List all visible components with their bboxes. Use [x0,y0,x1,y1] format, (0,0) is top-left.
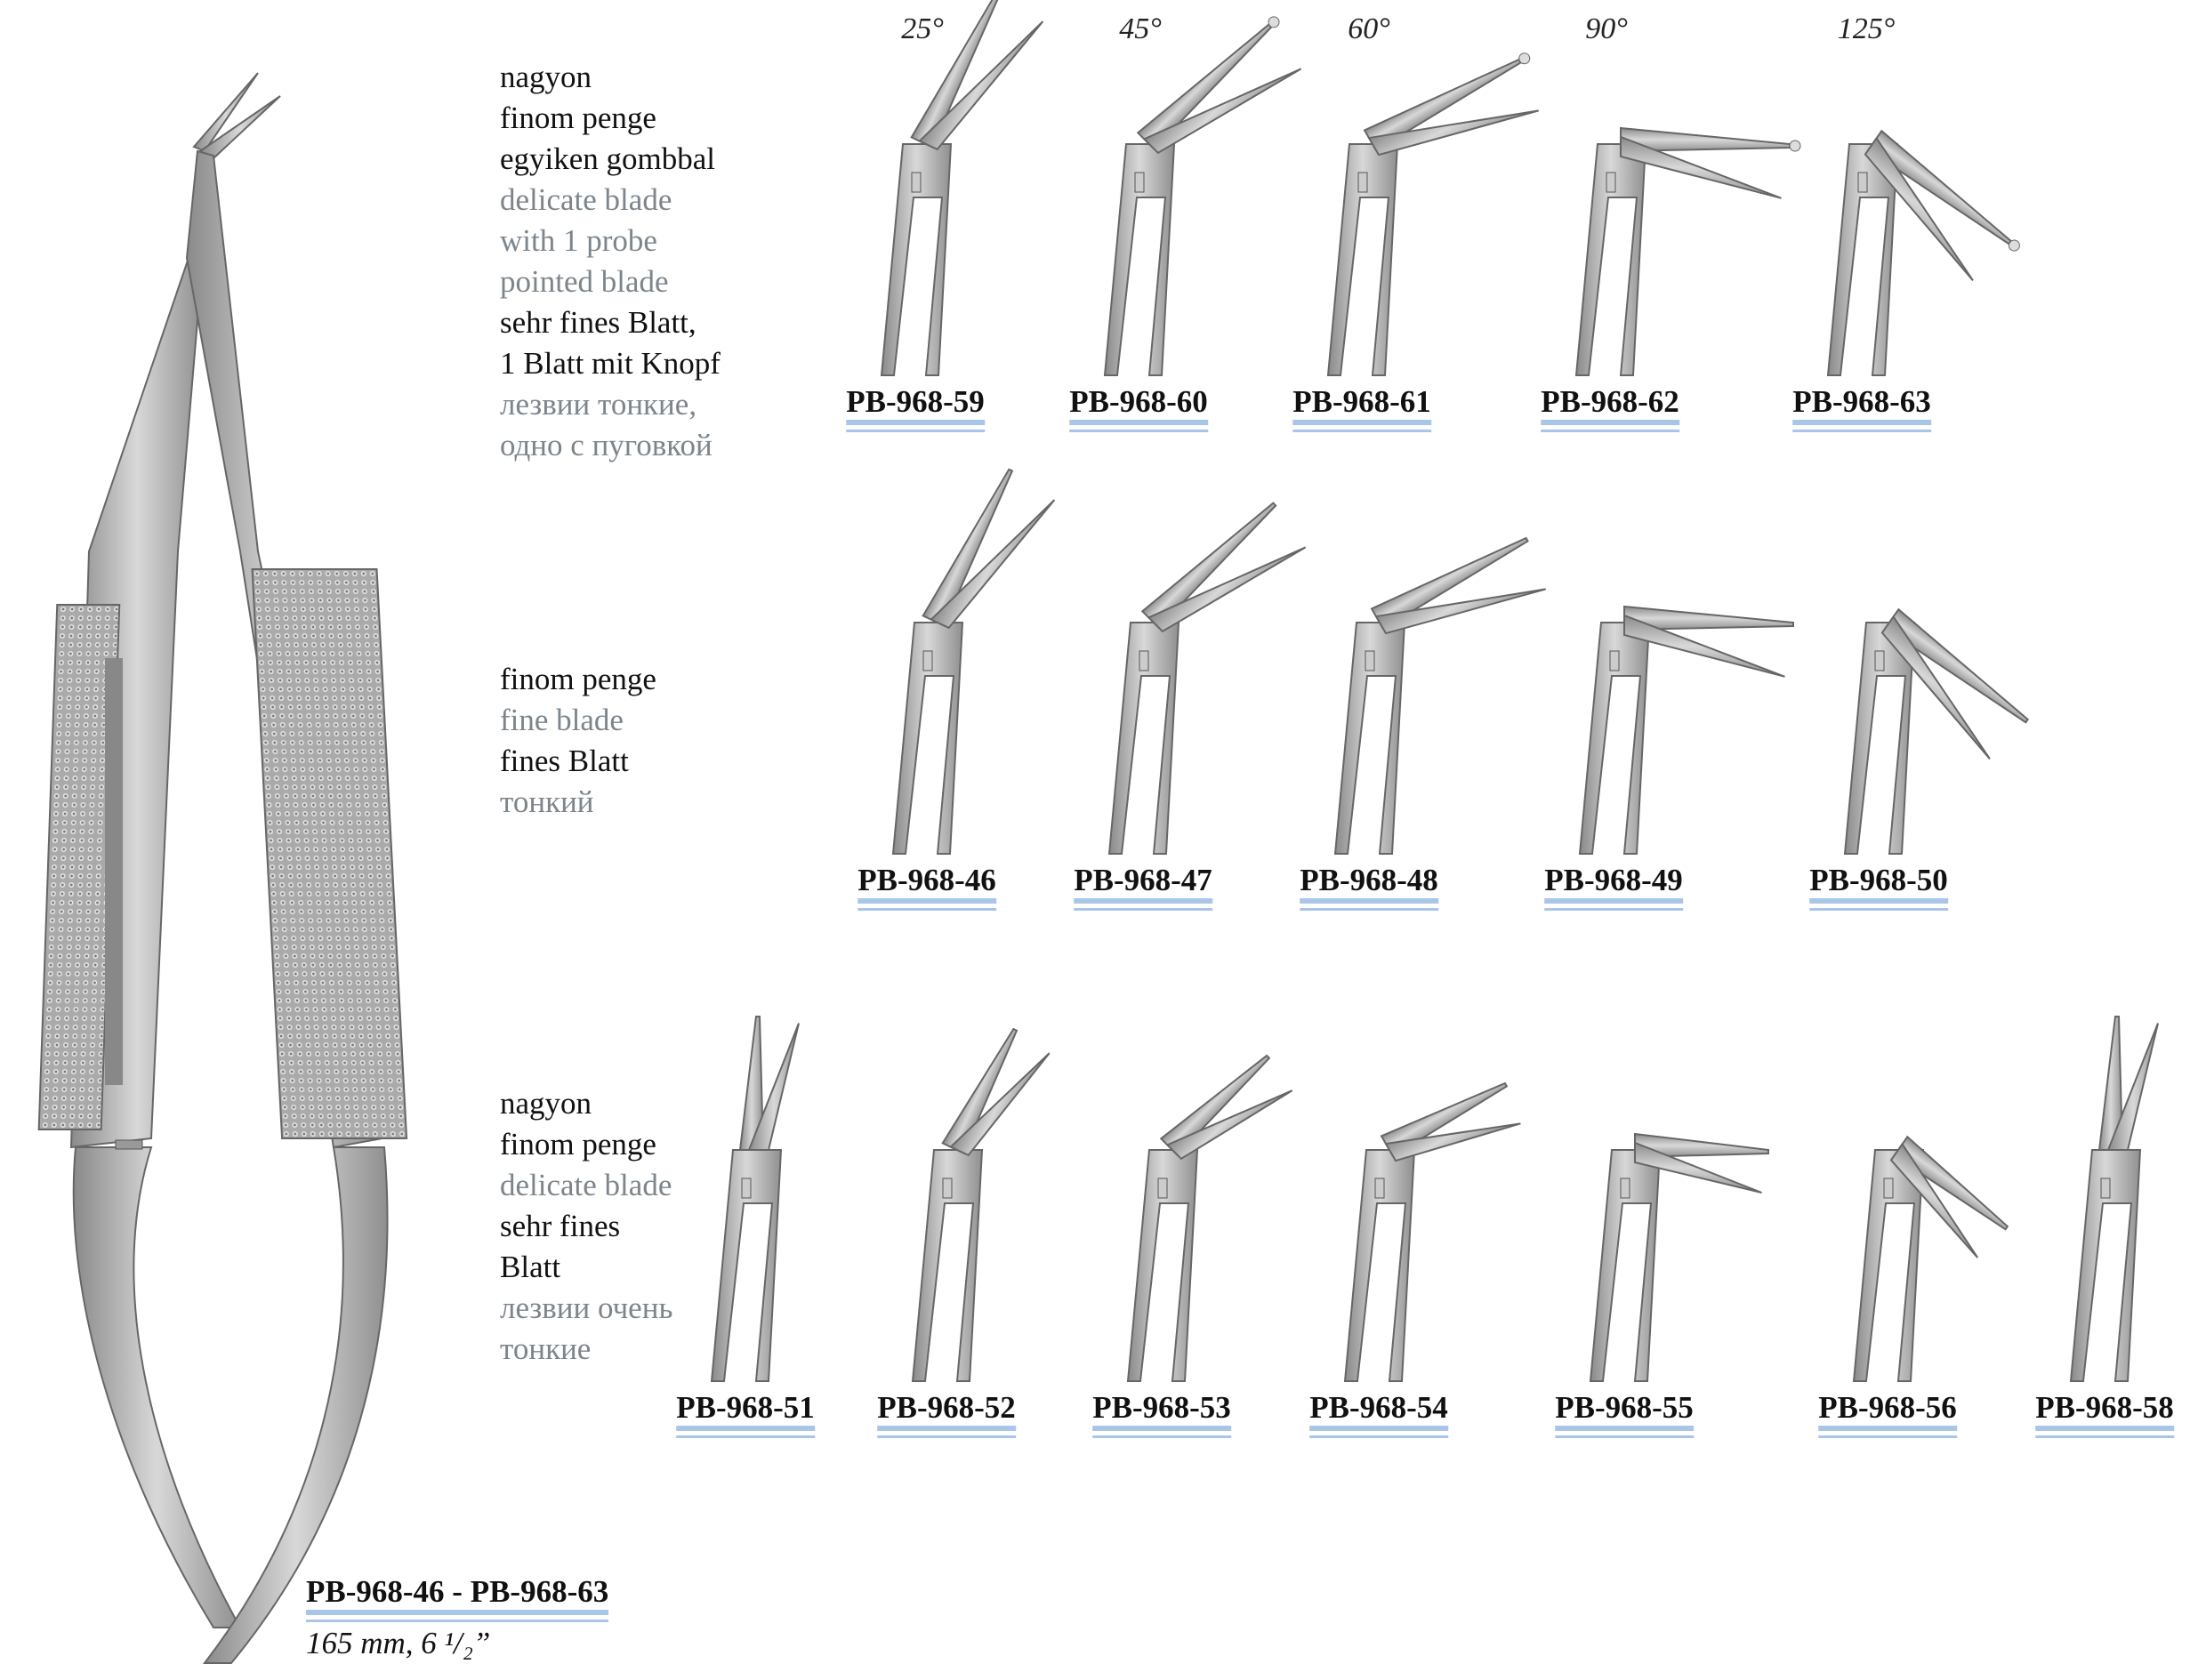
product-code: PB-968-56 [1818,1390,1957,1438]
screw-icon [1606,172,1616,193]
product-range-code: PB-968-46 - PB-968-63 [306,1574,609,1622]
scissors-tip-illustration [1126,1054,1293,1382]
probe-tip [2008,239,2020,252]
product-code: PB-968-63 [1792,384,1931,432]
product-code: PB-968-50 [1809,863,1948,911]
description-line-hu: finom penge [500,100,656,135]
description-line-en: fine blade [500,703,624,737]
screw-icon [741,1178,752,1199]
product-code: PB-968-49 [1544,863,1683,911]
description-line-ru: лезвии очень [500,1290,673,1325]
scissors-tip-illustration [1326,52,1539,376]
screw-icon [1374,1178,1385,1199]
product-code: PB-968-62 [1541,384,1679,432]
description-line-ru: одно с пуговкой [500,428,713,462]
main-scissors-illustration [37,72,408,1664]
description-line-ru: тонкий [500,784,594,819]
product-code: PB-968-60 [1069,384,1208,432]
scissors-tip-illustration [911,1027,1051,1382]
description-line-de: sehr fines [500,1209,621,1243]
product-code: PB-968-59 [846,384,985,432]
screw-icon [1134,172,1145,193]
probe-tip [1789,140,1801,152]
product-code: PB-968-58 [2035,1390,2174,1438]
angle-header-125: 125° [1837,12,1896,45]
description-line-hu: nagyon [500,60,592,94]
product-code: PB-968-61 [1292,384,1431,432]
probe-tip [1268,16,1280,28]
product-code: PB-968-54 [1309,1390,1448,1438]
screw-icon [1609,650,1620,671]
angle-header-90: 90° [1585,12,1628,45]
screw-icon [1365,650,1375,671]
description-line-en: pointed blade [500,264,669,299]
scissors-tip-illustration [1343,1081,1521,1382]
scissors-tip-illustration [1589,1132,1769,1382]
scissors-tip-illustration [1578,605,1794,855]
product-code: PB-968-48 [1300,863,1438,911]
screw-icon [911,172,922,193]
description-line-en: delicate blade [500,182,672,217]
angle-header-45: 45° [1119,12,1162,45]
screw-icon [2100,1178,2111,1199]
row-description-2: finom penge fine blade fines Blatt тонкий [500,659,656,823]
scissors-tip-illustration [1103,16,1302,376]
angle-header-25: 25° [901,12,944,45]
scissors-tip-illustration [1852,1135,2009,1382]
product-size: 165 mm, 6 ¹/₂” [306,1626,491,1660]
screw-icon [1357,172,1368,193]
description-line-de: sehr fines Blatt, [500,305,696,340]
row-description-1: nagyon finom penge egyiken gombbal delicate… [500,57,721,466]
description-line-hu: nagyon [500,1086,592,1121]
description-line-de: Blatt [500,1250,561,1284]
description-line-en: delicate blade [500,1168,672,1202]
screw-icon [1139,650,1149,671]
description-line-ru: тонкие [500,1331,592,1366]
screw-icon [922,650,933,671]
screw-icon [942,1178,953,1199]
scissors-tip-illustration [1574,126,1801,376]
description-line-en: with 1 probe [500,223,657,258]
scissors-tip-illustration [1107,502,1307,855]
description-line-hu: finom penge [500,1127,656,1162]
scissors-tip-illustration [2069,1016,2159,1382]
scissors-tip-illustration [1843,607,2029,855]
screw-icon [1857,172,1868,193]
description-line-de: 1 Blatt mit Knopf [500,346,721,381]
screw-icon [1883,1178,1894,1199]
scissors-tip-illustration [880,0,1044,376]
product-code: PB-968-52 [877,1390,1016,1438]
product-code: PB-968-51 [676,1390,815,1438]
description-line-hu: finom penge [500,662,656,696]
screw-icon [1157,1178,1168,1199]
product-code: PB-968-55 [1555,1390,1694,1438]
screw-icon [1874,650,1885,671]
description-line-ru: лезвии тонкие, [500,387,697,422]
angle-header-60: 60° [1348,12,1390,45]
description-line-de: fines Blatt [500,744,629,778]
row-description-3: nagyon finom penge delicate blade sehr fine… [500,1083,672,1370]
scissors-tip-illustration [1333,536,1546,855]
description-line-hu: egyiken gombbal [500,141,716,176]
product-code: PB-968-53 [1092,1390,1231,1438]
product-code: PB-968-46 [857,863,996,911]
scissors-tip-illustration [1826,129,2020,376]
probe-tip [1518,52,1531,65]
product-code: PB-968-47 [1074,863,1212,911]
screw-icon [1620,1178,1630,1199]
scissors-tip-illustration [891,468,1056,855]
scissors-tip-illustration [710,1016,800,1382]
